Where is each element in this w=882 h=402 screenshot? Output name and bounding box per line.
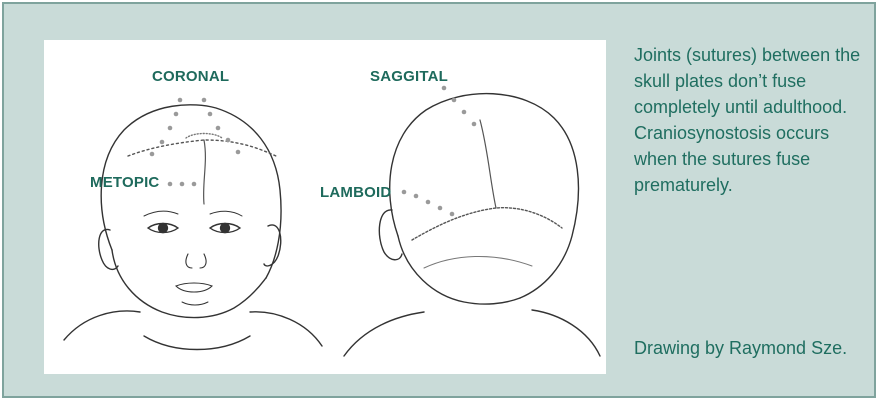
lamboid-label: LAMBOID <box>320 184 391 201</box>
baby-front-view <box>64 105 322 350</box>
infographic-frame: CORONAL SAGGITAL METOPIC LAMBOID Joints … <box>2 2 876 398</box>
saggital-label: SAGGITAL <box>370 68 448 85</box>
coronal-label: CORONAL <box>152 68 229 85</box>
skull-sutures-drawing <box>44 40 606 374</box>
caption-text: Joints (sutures) between the skull plate… <box>634 42 864 198</box>
credit-text: Drawing by Raymond Sze. <box>634 338 847 359</box>
baby-back-view <box>344 94 600 356</box>
metopic-label: METOPIC <box>90 174 159 191</box>
illustration-panel: CORONAL SAGGITAL METOPIC LAMBOID <box>44 40 606 374</box>
